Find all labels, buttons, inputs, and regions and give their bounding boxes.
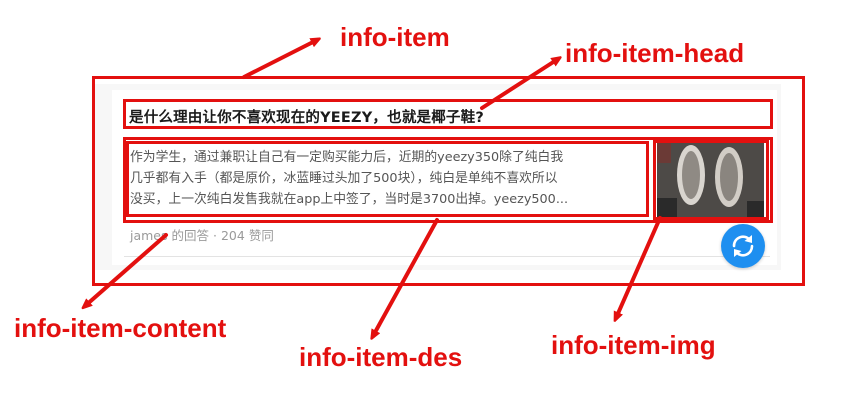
label-info-item-content: info-item-content [14,313,227,343]
arrow-info-item-img [616,216,662,318]
divider [124,256,770,257]
arrow-info-item [242,40,317,79]
label-info-item: info-item [340,22,450,52]
post-description[interactable]: 作为学生，通过兼职让自己有一定购买能力后，近期的yeezy350除了纯白我 几乎… [130,147,645,210]
likes-count: 204 赞同 [220,228,274,243]
sneakers-icon [657,143,764,217]
info-item-content-box [123,137,773,223]
post-meta: james 的回答 ·204 赞同 [130,225,274,244]
meta-separator: · [213,228,217,243]
arrow-info-item-content [85,233,168,306]
info-item-des-box [126,141,649,217]
label-info-item-des: info-item-des [299,342,463,372]
label-info-item-head: info-item-head [565,38,745,68]
refresh-button[interactable] [721,224,765,268]
sneakers-photo[interactable] [657,143,764,217]
label-info-item-img: info-item-img [551,330,716,360]
description-line: 几乎都有入手（都是原价，冰蓝睡过头加了500块），纯白是单纯不喜欢所以 [130,171,558,186]
arrow-info-item-head [480,59,558,110]
description-line: 作为学生，通过兼职让自己有一定购买能力后，近期的yeezy350除了纯白我 [130,150,564,165]
arrow-info-item-des [373,218,439,336]
author-answer-label[interactable]: james 的回答 [130,228,209,243]
refresh-icon [732,235,754,257]
info-item-box [92,76,805,286]
info-item-img-box [653,140,769,220]
info-item-head-box [123,99,773,129]
description-line: 没买，上一次纯白发售我就在app上中签了，当时是3700出掉。yeezy500.… [130,192,569,207]
post-title[interactable]: 是什么理由让你不喜欢现在的YEEZY，也就是椰子鞋? [129,110,484,126]
